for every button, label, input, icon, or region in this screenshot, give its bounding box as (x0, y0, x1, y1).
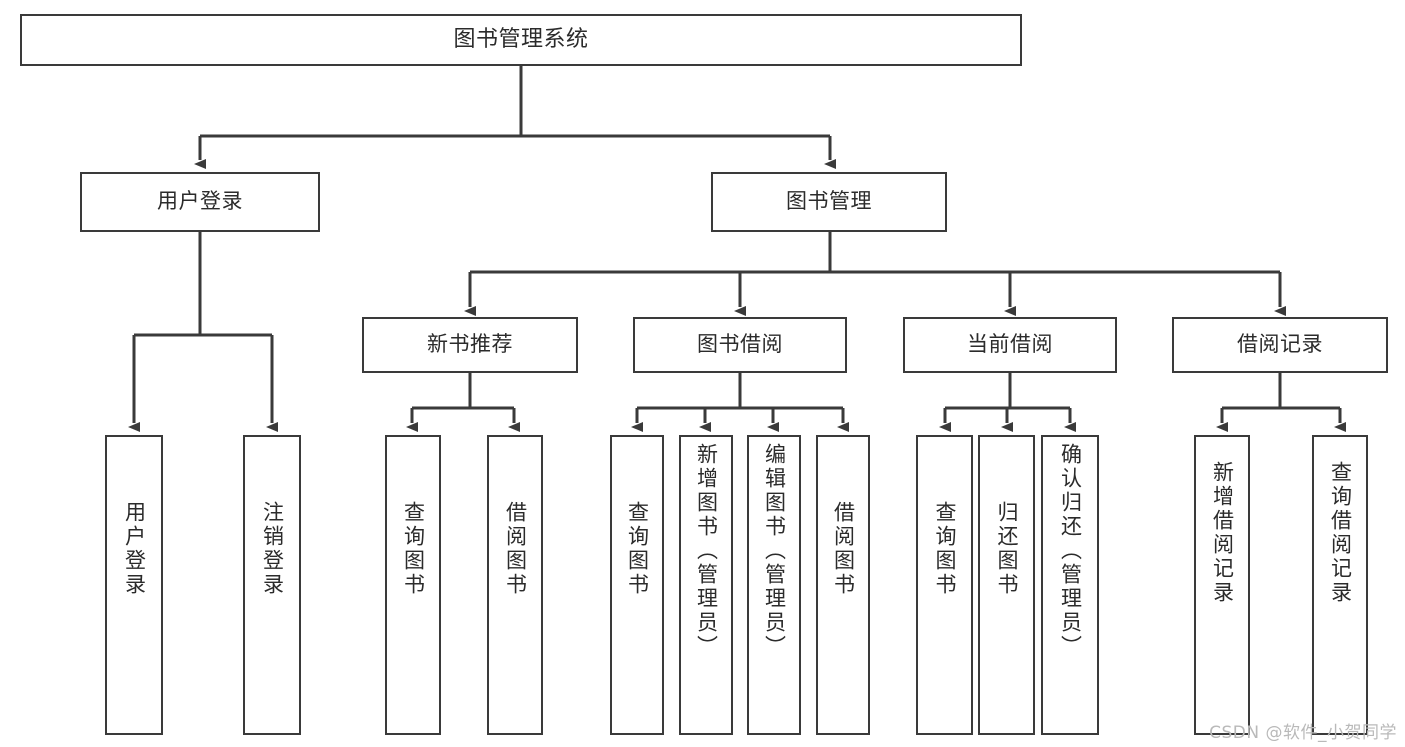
csdn-watermark: CSDN @软件_小贺同学 (1209, 723, 1397, 743)
leaf-add-book[interactable]: 新增图书（管理员） (679, 435, 733, 735)
node-borrow-record-label: 借阅记录 (1237, 332, 1323, 357)
node-user-login[interactable]: 用户登录 (80, 172, 320, 232)
node-user-login-label: 用户登录 (157, 189, 243, 214)
leaf-add-book-label: 新增图书（管理员） (694, 443, 719, 659)
leaf-confirm-return[interactable]: 确认归还（管理员） (1041, 435, 1099, 735)
leaf-user-login[interactable]: 用户登录 (105, 435, 163, 735)
node-book-manage[interactable]: 图书管理 (711, 172, 947, 232)
leaf-edit-book-label: 编辑图书（管理员） (762, 443, 787, 659)
node-borrow-record[interactable]: 借阅记录 (1172, 317, 1388, 373)
node-current-borrow-label: 当前借阅 (967, 332, 1053, 357)
leaf-query-book-1-label: 查询图书 (401, 501, 426, 597)
leaf-add-record-label: 新增借阅记录 (1210, 461, 1235, 605)
leaf-edit-book[interactable]: 编辑图书（管理员） (747, 435, 801, 735)
leaf-return-book-label: 归还图书 (995, 501, 1019, 597)
leaf-confirm-return-label: 确认归还（管理员） (1058, 443, 1083, 659)
leaf-query-book-3[interactable]: 查询图书 (916, 435, 973, 735)
node-root[interactable]: 图书管理系统 (20, 14, 1022, 66)
leaf-borrow-book-1-label: 借阅图书 (503, 501, 528, 597)
leaf-user-logout[interactable]: 注销登录 (243, 435, 301, 735)
leaf-query-record-label: 查询借阅记录 (1328, 461, 1353, 605)
leaf-query-book-1[interactable]: 查询图书 (385, 435, 441, 735)
leaf-query-book-2[interactable]: 查询图书 (610, 435, 664, 735)
node-root-label: 图书管理系统 (453, 26, 589, 52)
node-book-borrow[interactable]: 图书借阅 (633, 317, 847, 373)
leaf-query-record[interactable]: 查询借阅记录 (1312, 435, 1368, 735)
leaf-borrow-book-1[interactable]: 借阅图书 (487, 435, 543, 735)
node-current-borrow[interactable]: 当前借阅 (903, 317, 1117, 373)
node-book-manage-label: 图书管理 (786, 189, 872, 214)
leaf-borrow-book-2-label: 借阅图书 (831, 501, 856, 597)
leaf-return-book[interactable]: 归还图书 (978, 435, 1035, 735)
leaf-user-logout-label: 注销登录 (260, 501, 285, 597)
node-new-book-recommend-label: 新书推荐 (427, 332, 513, 357)
leaf-borrow-book-2[interactable]: 借阅图书 (816, 435, 870, 735)
leaf-query-book-3-label: 查询图书 (933, 501, 957, 597)
node-book-borrow-label: 图书借阅 (697, 332, 783, 357)
leaf-user-login-label: 用户登录 (122, 501, 147, 597)
leaf-add-record[interactable]: 新增借阅记录 (1194, 435, 1250, 735)
node-new-book-recommend[interactable]: 新书推荐 (362, 317, 578, 373)
leaf-query-book-2-label: 查询图书 (625, 501, 650, 597)
